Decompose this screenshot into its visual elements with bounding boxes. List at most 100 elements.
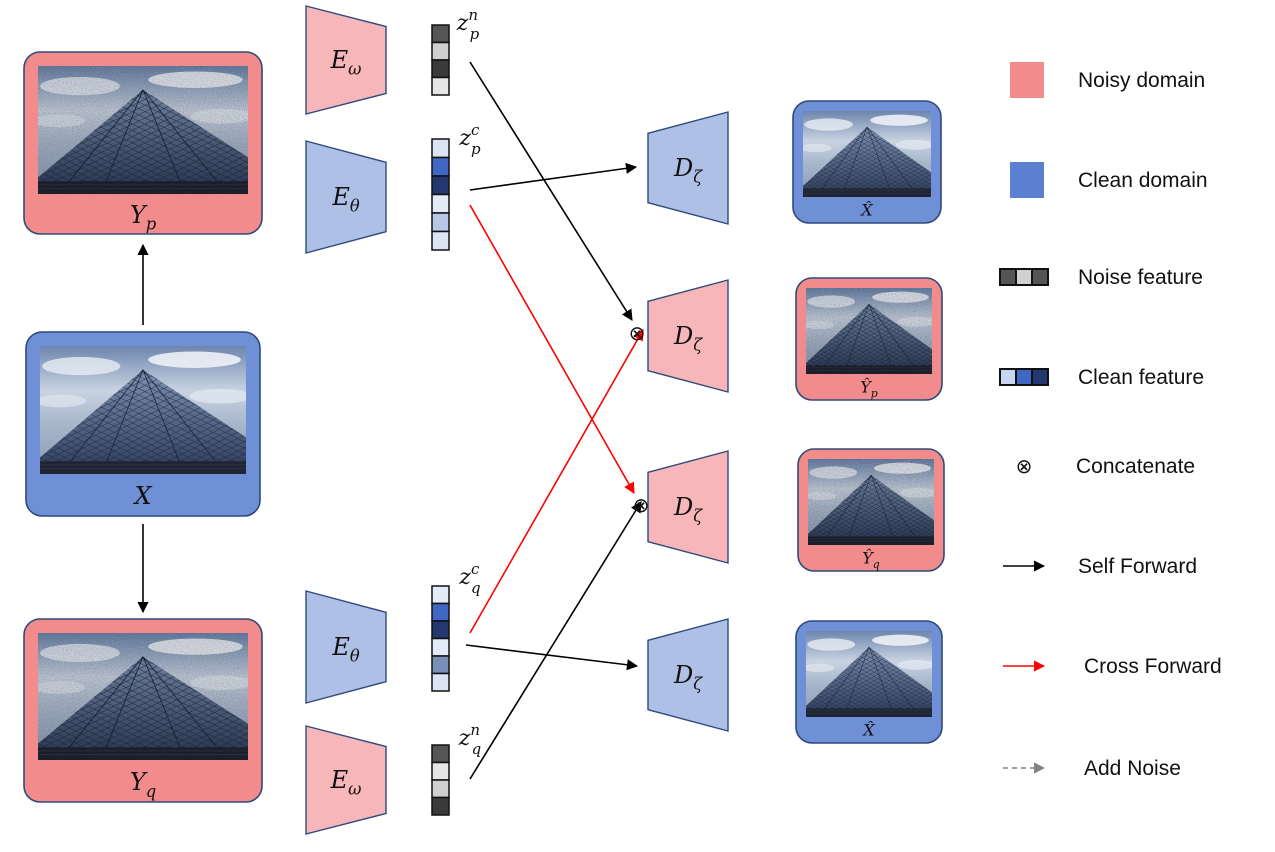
concat-symbol-upper: ⊗ bbox=[629, 321, 646, 345]
decoder-d1: Dζ bbox=[647, 111, 729, 225]
encoder-e-theta-top: Eθ bbox=[305, 140, 387, 254]
legend-bar-cell bbox=[1015, 268, 1033, 286]
legend-item-arrow-red: Cross Forward bbox=[1003, 655, 1222, 678]
image-frame-out-x2: X̂ bbox=[795, 620, 943, 744]
encoder-label: Eθ bbox=[331, 633, 360, 666]
feature-cell bbox=[431, 59, 450, 79]
image-label-out-yq: Ŷq bbox=[862, 548, 880, 571]
encoder-label: Eω bbox=[330, 766, 362, 799]
legend-bar-cell bbox=[1031, 268, 1049, 286]
feature-cell bbox=[431, 761, 450, 781]
legend-label: Clean feature bbox=[1078, 366, 1204, 389]
legend-label: Noisy domain bbox=[1078, 69, 1205, 92]
arrow-zpc-to-d1 bbox=[469, 162, 638, 191]
legend-concat-symbol: ⊗ bbox=[1016, 454, 1033, 478]
encoder-label: Eω bbox=[330, 46, 362, 79]
legend-swatch bbox=[1010, 62, 1044, 98]
decoder-d4: Dζ bbox=[647, 618, 729, 732]
feature-cell bbox=[431, 672, 450, 692]
encoder-e-theta-bottom: Eθ bbox=[305, 590, 387, 704]
decoder-label: Dζ bbox=[673, 493, 703, 526]
pyramid-photo bbox=[808, 459, 934, 545]
legend-label: Clean domain bbox=[1078, 169, 1208, 192]
legend-item-swatch: Noisy domain bbox=[1010, 62, 1205, 98]
image-label-yp: Yp bbox=[130, 201, 157, 234]
legend-label: Concatenate bbox=[1076, 455, 1195, 478]
arrow-zpn-to-d2 bbox=[469, 61, 633, 321]
legend-label: Self Forward bbox=[1078, 555, 1197, 578]
feature-cell bbox=[431, 655, 450, 675]
legend-bar-cell bbox=[999, 368, 1017, 386]
legend-item-clean-bar: Clean feature bbox=[999, 366, 1204, 389]
encoder-label: Eθ bbox=[331, 183, 360, 216]
pyramid-photo bbox=[803, 111, 931, 197]
image-label-out-x1: X̂ bbox=[859, 201, 873, 220]
image-label-out-x2: X̂ bbox=[861, 721, 875, 740]
legend-bar-cell bbox=[1015, 368, 1033, 386]
feature-cell bbox=[431, 585, 450, 605]
decoder-d2: Dζ bbox=[647, 279, 729, 393]
feature-cell bbox=[431, 138, 450, 159]
feature-cell bbox=[431, 744, 450, 764]
arrow-zpc-to-d3 bbox=[469, 204, 635, 494]
legend-label: Noise feature bbox=[1078, 266, 1203, 289]
encoder-e-omega-top: Eω bbox=[305, 5, 387, 115]
arrow-zqc-to-d2 bbox=[469, 329, 644, 634]
image-frame-out-yp: Ŷp bbox=[795, 277, 943, 401]
arrow-zqn-to-d3 bbox=[469, 501, 642, 780]
decoder-label: Dζ bbox=[673, 154, 703, 187]
pyramid-photo bbox=[38, 66, 248, 194]
legend-bar-cell bbox=[999, 268, 1017, 286]
legend-item-concat: ⊗ Concatenate bbox=[1016, 454, 1195, 478]
image-frame-yq: Yq bbox=[23, 618, 263, 803]
legend-item-arrow-black: Self Forward bbox=[1003, 555, 1197, 578]
image-label-x: X bbox=[132, 482, 152, 510]
image-frame-out-x1: X̂ bbox=[792, 100, 942, 224]
feature-cell bbox=[431, 212, 450, 233]
pyramid-photo bbox=[806, 288, 932, 374]
decoder-label: Dζ bbox=[673, 661, 703, 694]
feature-cell bbox=[431, 620, 450, 640]
decoder-d3: Dζ bbox=[647, 450, 729, 564]
feature-cell bbox=[431, 637, 450, 657]
feature-cell bbox=[431, 779, 450, 799]
feature-cell bbox=[431, 24, 450, 44]
edges-layer bbox=[137, 61, 644, 780]
feature-cell bbox=[431, 796, 450, 816]
image-label-out-yp: Ŷp bbox=[860, 377, 878, 400]
feature-cell bbox=[431, 175, 450, 196]
legend-item-swatch: Clean domain bbox=[1010, 162, 1208, 198]
pyramid-photo bbox=[38, 633, 248, 760]
arrow-zqc-to-d4 bbox=[465, 644, 639, 671]
feature-cell bbox=[431, 76, 450, 96]
legend-swatch bbox=[1010, 162, 1044, 198]
image-frame-out-yq: Ŷq bbox=[797, 448, 945, 572]
feature-cell bbox=[431, 230, 450, 251]
image-frame-yp: Yp bbox=[23, 51, 263, 235]
feature-cell bbox=[431, 602, 450, 622]
image-frame-x: X bbox=[25, 331, 261, 517]
image-label-yq: Yq bbox=[130, 768, 156, 801]
concat-symbol-lower: ⊗ bbox=[633, 493, 650, 517]
legend-item-arrow-dashed: Add Noise bbox=[1003, 757, 1181, 780]
pyramid-photo bbox=[806, 631, 932, 717]
feature-cell bbox=[431, 156, 450, 177]
legend-label: Cross Forward bbox=[1084, 655, 1222, 678]
encoder-e-omega-bottom: Eω bbox=[305, 725, 387, 835]
pyramid-photo bbox=[40, 346, 246, 474]
legend-label: Add Noise bbox=[1084, 757, 1181, 780]
decoder-label: Dζ bbox=[673, 322, 703, 355]
legend-bar-cell bbox=[1031, 368, 1049, 386]
feature-cell bbox=[431, 41, 450, 61]
feature-cell bbox=[431, 193, 450, 214]
